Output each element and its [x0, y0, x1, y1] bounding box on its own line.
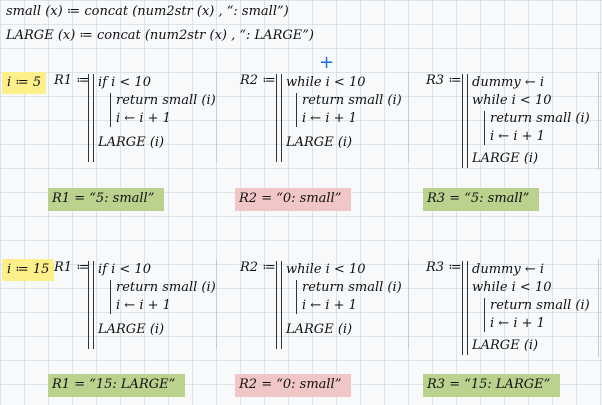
- result-r1-block1[interactable]: R1 = “5: small”: [48, 188, 165, 211]
- region-border: [216, 72, 217, 162]
- program-line: while i < 10: [472, 93, 552, 108]
- i-assignment-15[interactable]: i ≔ 15: [2, 259, 55, 281]
- region-border: [408, 72, 409, 162]
- program-line: i ← i + 1: [302, 111, 357, 126]
- program-label: R1 ≔: [54, 73, 90, 88]
- program-line: LARGE (i): [98, 135, 165, 150]
- loop-bar: [296, 280, 297, 314]
- program-line: dummy ← i: [472, 262, 545, 277]
- program-line: LARGE (i): [286, 322, 353, 337]
- program-r1-block2[interactable]: R1 ≔ if i < 10 return small (i) i ← i + …: [54, 259, 224, 355]
- program-line: if i < 10: [98, 75, 151, 90]
- program-line: i ← i + 1: [302, 298, 357, 313]
- program-r2-block2[interactable]: R2 ≔ while i < 10 return small (i) i ← i…: [240, 259, 410, 355]
- program-line: return small (i): [116, 93, 216, 108]
- program-bracket: [276, 261, 282, 349]
- program-line: while i < 10: [286, 262, 366, 277]
- branch-bar: [110, 93, 111, 127]
- program-line: LARGE (i): [472, 338, 539, 353]
- program-line: i ← i + 1: [490, 316, 545, 331]
- result-r3-block1[interactable]: R3 = “5: small”: [423, 188, 540, 211]
- program-label: R2 ≔: [240, 73, 276, 88]
- region-border: [598, 259, 599, 357]
- program-r1-block1[interactable]: R1 ≔ if i < 10 return small (i) i ← i + …: [54, 72, 224, 168]
- program-line: i ← i + 1: [490, 129, 545, 144]
- loop-bar: [296, 93, 297, 127]
- loop-bar: [484, 111, 485, 145]
- region-border: [216, 259, 217, 349]
- program-r2-block1[interactable]: R2 ≔ while i < 10 return small (i) i ← i…: [240, 72, 410, 168]
- region-border: [598, 72, 599, 170]
- program-label: R3 ≔: [426, 73, 462, 88]
- program-bracket: [88, 261, 94, 349]
- program-line: i ← i + 1: [116, 111, 171, 126]
- definition-large[interactable]: LARGE (x) ≔ concat (num2str (x) , “: LAR…: [6, 28, 314, 43]
- program-line: dummy ← i: [472, 75, 545, 90]
- program-line: return small (i): [490, 111, 590, 126]
- program-line: i ← i + 1: [116, 298, 171, 313]
- program-line: return small (i): [302, 280, 402, 295]
- result-r3-block2[interactable]: R3 = “15: LARGE”: [423, 374, 561, 397]
- loop-bar: [484, 298, 485, 332]
- program-label: R3 ≔: [426, 260, 462, 275]
- result-r2-block2[interactable]: R2 = “0: small”: [235, 374, 352, 397]
- program-line: return small (i): [490, 298, 590, 313]
- program-line: while i < 10: [472, 280, 552, 295]
- crosshair-cursor-icon: +: [319, 52, 335, 73]
- program-line: LARGE (i): [286, 135, 353, 150]
- program-line: while i < 10: [286, 75, 366, 90]
- result-r1-block2[interactable]: R1 = “15: LARGE”: [48, 374, 186, 397]
- i-assignment-5[interactable]: i ≔ 5: [2, 72, 47, 94]
- definition-small[interactable]: small (x) ≔ concat (num2str (x) , “: sma…: [6, 4, 289, 19]
- program-r3-block1[interactable]: R3 ≔ dummy ← i while i < 10 return small…: [426, 72, 600, 172]
- program-bracket: [276, 74, 282, 162]
- program-r3-block2[interactable]: R3 ≔ dummy ← i while i < 10 return small…: [426, 259, 600, 359]
- result-r2-block1[interactable]: R2 = “0: small”: [235, 188, 352, 211]
- branch-bar: [110, 280, 111, 314]
- region-border: [408, 259, 409, 349]
- program-bracket: [462, 74, 468, 168]
- program-bracket: [462, 261, 468, 355]
- program-line: LARGE (i): [98, 322, 165, 337]
- program-line: LARGE (i): [472, 151, 539, 166]
- program-bracket: [88, 74, 94, 162]
- program-line: return small (i): [302, 93, 402, 108]
- program-label: R2 ≔: [240, 260, 276, 275]
- program-line: return small (i): [116, 280, 216, 295]
- program-line: if i < 10: [98, 262, 151, 277]
- program-label: R1 ≔: [54, 260, 90, 275]
